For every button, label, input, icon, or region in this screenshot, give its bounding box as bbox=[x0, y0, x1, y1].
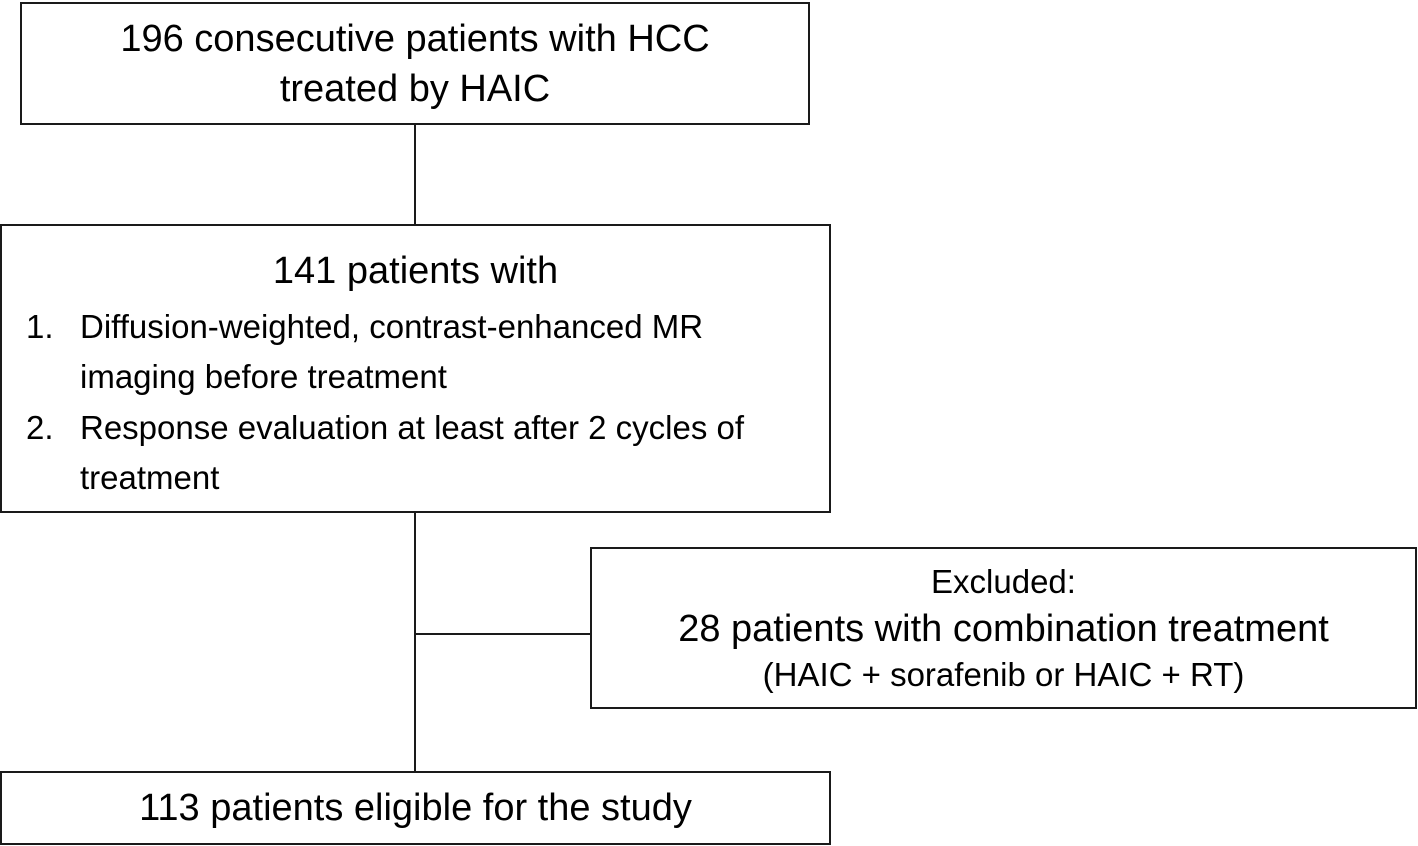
excluded-sub-text: (HAIC + sorafenib or HAIC + RT) bbox=[762, 656, 1245, 693]
criterion-1-number: 1. bbox=[26, 308, 54, 345]
final-cohort-box: 113 patients eligible for the study bbox=[0, 771, 831, 845]
final-cohort-text: 113 patients eligible for the study bbox=[139, 787, 692, 829]
inclusion-criteria-heading: 141 patients with bbox=[272, 250, 559, 292]
connector-branch-to-excluded bbox=[414, 633, 590, 635]
criterion-2-text: Response evaluation at least after 2 cyc… bbox=[80, 409, 745, 496]
inclusion-criterion-2: 2. Response evaluation at least after 2 … bbox=[26, 403, 819, 503]
criterion-1-text: Diffusion-weighted, contrast-enhanced MR… bbox=[80, 308, 704, 395]
initial-cohort-line2: treated by HAIC bbox=[279, 67, 551, 110]
excluded-main-text: 28 patients with combination treatment bbox=[678, 608, 1329, 650]
inclusion-criteria-box: 141 patients with 1. Diffusion-weighted,… bbox=[0, 224, 831, 513]
initial-cohort-box: 196 consecutive patients with HCC treate… bbox=[20, 2, 810, 125]
inclusion-criterion-1: 1. Diffusion-weighted, contrast-enhanced… bbox=[26, 302, 819, 402]
criterion-2-number: 2. bbox=[26, 409, 54, 446]
excluded-label: Excluded: bbox=[931, 563, 1076, 600]
excluded-box: Excluded: 28 patients with combination t… bbox=[590, 547, 1417, 709]
connector-criteria-to-bottom bbox=[414, 513, 416, 771]
initial-cohort-line1: 196 consecutive patients with HCC bbox=[120, 17, 710, 60]
connector-top-to-criteria bbox=[414, 125, 416, 224]
